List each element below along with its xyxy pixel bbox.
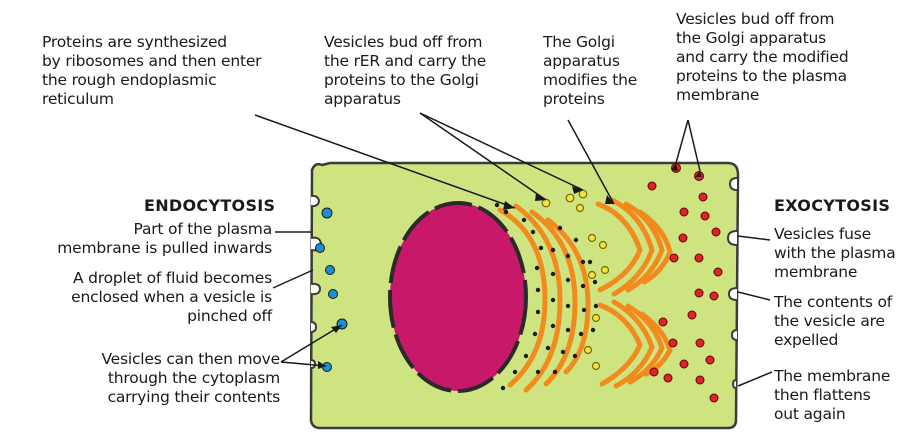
membrane-pocket: [311, 284, 320, 294]
label-golgi-modifies: The Golgi apparatus modifies the protein…: [543, 33, 637, 109]
membrane-pocket: [311, 322, 316, 332]
membrane-pocket: [311, 196, 319, 206]
endocytosis-step-2: A droplet of fluid becomes enclosed when…: [71, 269, 272, 326]
endocytosis-heading: ENDOCYTOSIS: [144, 196, 275, 215]
label-vesicles-from-golgi: Vesicles bud off from the Golgi apparatu…: [676, 10, 849, 105]
membrane-pocket: [730, 178, 737, 190]
endocytosis-step-1: Part of the plasma membrane is pulled in…: [57, 220, 272, 258]
membrane-pocket: [728, 231, 737, 245]
exocytosis-step-2: The contents of the vesicle are expelled: [774, 293, 892, 350]
membrane-pocket: [732, 330, 737, 340]
label-proteins-synthesized: Proteins are synthesized by ribosomes an…: [42, 33, 261, 109]
membrane-pocket: [733, 380, 736, 388]
exocytosis-step-1: Vesicles fuse with the plasma membrane: [774, 225, 896, 282]
exocytosis-step-3: The membrane then flattens out again: [774, 367, 890, 424]
label-vesicles-from-rer: Vesicles bud off from the rER and carry …: [324, 33, 486, 109]
exocytosis-heading: EXOCYTOSIS: [774, 196, 890, 215]
nucleus: [390, 203, 526, 391]
endocytosis-step-3: Vesicles can then move through the cytop…: [101, 350, 280, 407]
membrane-pocket: [729, 288, 737, 300]
